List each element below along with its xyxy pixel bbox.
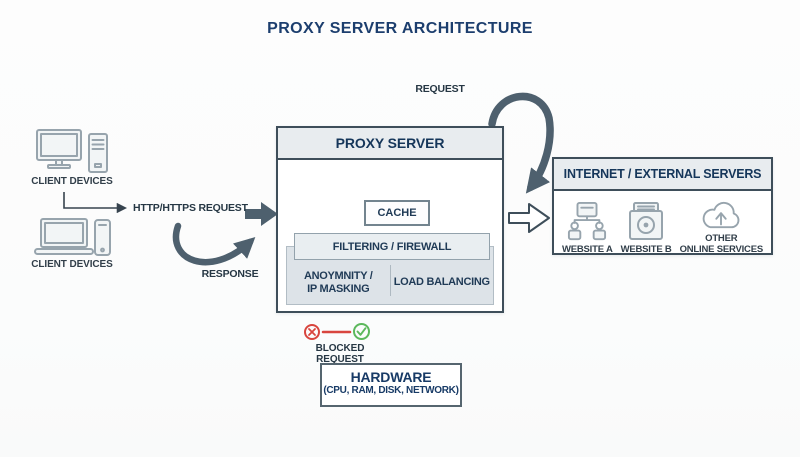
- allowed-check-icon: [353, 323, 370, 340]
- internet-servers-panel: INTERNET / EXTERNAL SERVERS WEBSITE A: [552, 157, 773, 255]
- request-label: REQUEST: [415, 83, 465, 95]
- load-balancing-label: LOAD BALANCING: [393, 276, 490, 288]
- load-balancing-cell: LOAD BALANCING: [391, 261, 494, 304]
- proxy-server-title: PROXY SERVER: [278, 128, 502, 160]
- website-b-label: WEBSITE B: [620, 243, 672, 255]
- hardware-subtitle: (CPU, RAM, DISK, NETWORK): [323, 385, 459, 396]
- proxy-to-internet-outline-arrow: [508, 203, 550, 233]
- other-services-label: OTHER ONLINE SERVICES: [679, 233, 764, 255]
- hardware-title: HARDWARE: [350, 369, 432, 385]
- desktop-computer-icon: [36, 129, 108, 173]
- other-services-item: OTHER ONLINE SERVICES: [680, 199, 763, 255]
- anonymity-line2: IP MASKING: [307, 282, 370, 295]
- storage-box-icon: [629, 201, 664, 240]
- filtering-firewall-box: FILTERING / FIREWALL: [294, 233, 490, 260]
- response-label: RESPONSE: [201, 268, 259, 280]
- diagram-title: PROXY SERVER ARCHITECTURE: [267, 20, 533, 37]
- website-a-label: WEBSITE A: [561, 243, 613, 255]
- cache-box: CACHE: [364, 200, 430, 226]
- blocked-request-label: BLOCKED REQUEST: [315, 343, 365, 365]
- client-devices-mobile-group: CLIENT DEVICES: [17, 217, 127, 270]
- client-devices-label: CLIENT DEVICES: [31, 259, 113, 270]
- internet-servers-body: WEBSITE A WEBSITE B: [554, 191, 771, 262]
- blocked-request-glyphs: [304, 323, 370, 340]
- proxy-server-panel: PROXY SERVER CACHE ANOYMNITY / IP MASKIN…: [276, 126, 504, 313]
- website-b-item: WEBSITE B: [620, 201, 672, 256]
- blocked-x-icon: [304, 324, 320, 340]
- client-elbow-connector: [63, 192, 128, 214]
- request-curve-arrow: [488, 92, 554, 194]
- cloud-upload-icon: [702, 201, 740, 229]
- website-a-item: WEBSITE A: [561, 201, 613, 256]
- anonymity-ip-masking-cell: ANOYMNITY / IP MASKING: [287, 261, 390, 304]
- client-devices-desktop-group: CLIENT DEVICES: [17, 128, 127, 187]
- anonymity-line1: ANOYMNITY /: [303, 269, 373, 282]
- response-curve-arrow: [172, 222, 256, 266]
- http-request-label: HTTP/HTTPS REQUEST: [133, 202, 248, 214]
- client-devices-label: CLIENT DEVICES: [31, 176, 113, 187]
- cell-divider: [389, 265, 391, 296]
- laptop-phone-icon: [34, 218, 111, 256]
- network-users-icon: [568, 201, 607, 240]
- http-request-block-arrow: [245, 202, 278, 226]
- hardware-box: HARDWARE (CPU, RAM, DISK, NETWORK): [320, 363, 462, 407]
- internet-servers-title: INTERNET / EXTERNAL SERVERS: [554, 159, 771, 191]
